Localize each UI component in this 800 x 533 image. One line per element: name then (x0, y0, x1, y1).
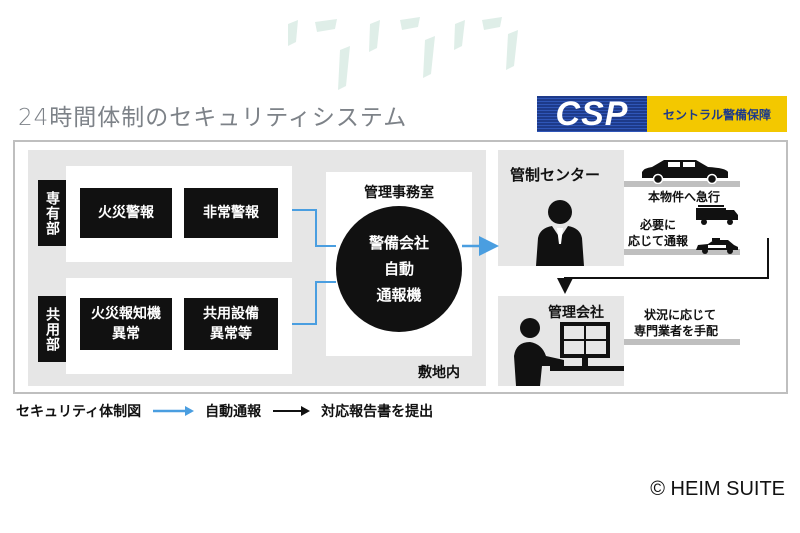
car-icon (642, 160, 728, 184)
operator-person-icon (536, 200, 584, 266)
desk-worker-icon (514, 318, 624, 386)
notify-label-2: 応じて通報 (628, 234, 689, 248)
csp-logo-name: セントラル警備保障 (647, 96, 787, 132)
legend-auto: 自動通報 (205, 404, 262, 420)
emergency-alarm-box: 非常警報 (184, 188, 278, 238)
fire-truck-icon (696, 205, 738, 225)
management-office-title: 管理事務室 (364, 185, 434, 201)
device-line-3: 通報機 (376, 286, 422, 304)
section-label-common: 共用部 (38, 296, 66, 362)
notify-label-1: 必要に (640, 218, 677, 232)
fire-alarm-box: 火災警報 (80, 188, 172, 238)
page-title: 24時間体制のセキュリティシステム (18, 105, 408, 131)
legend-blue-arrow-icon (153, 406, 195, 416)
common-equipment-error-box: 共用設備 異常等 (184, 298, 278, 350)
premises-label: 敷地内 (418, 365, 460, 381)
arrange-label-1: 状況に応じて (644, 308, 717, 322)
fire-detector-error-box: 火災報知機 異常 (80, 298, 172, 350)
control-center-title: 管制センター (510, 166, 601, 184)
legend-black-arrow-icon (273, 406, 311, 416)
section-label-private: 専有部 (38, 180, 66, 246)
dispatch-label: 本物件へ急行 (648, 190, 721, 204)
police-car-icon (696, 238, 738, 254)
legend: セキュリティ体制図 自動通報 対応報告書を提出 (16, 401, 433, 421)
arrange-label-2: 専門業者を手配 (634, 324, 719, 338)
legend-title: セキュリティ体制図 (16, 404, 142, 420)
csp-logo: CSP セントラル警備保障 (537, 95, 787, 133)
management-company-title: 管理会社 (548, 305, 604, 321)
device-line-2: 自動 (383, 260, 414, 278)
auto-report-device: 警備会社 自動 通報機 (336, 206, 462, 332)
csp-logo-mark: CSP (537, 95, 647, 133)
legend-report: 対応報告書を提出 (321, 404, 434, 420)
watermark-graphic (288, 17, 518, 90)
device-line-1: 警備会社 (368, 234, 429, 252)
copyright: © HEIM SUITE (650, 478, 785, 500)
